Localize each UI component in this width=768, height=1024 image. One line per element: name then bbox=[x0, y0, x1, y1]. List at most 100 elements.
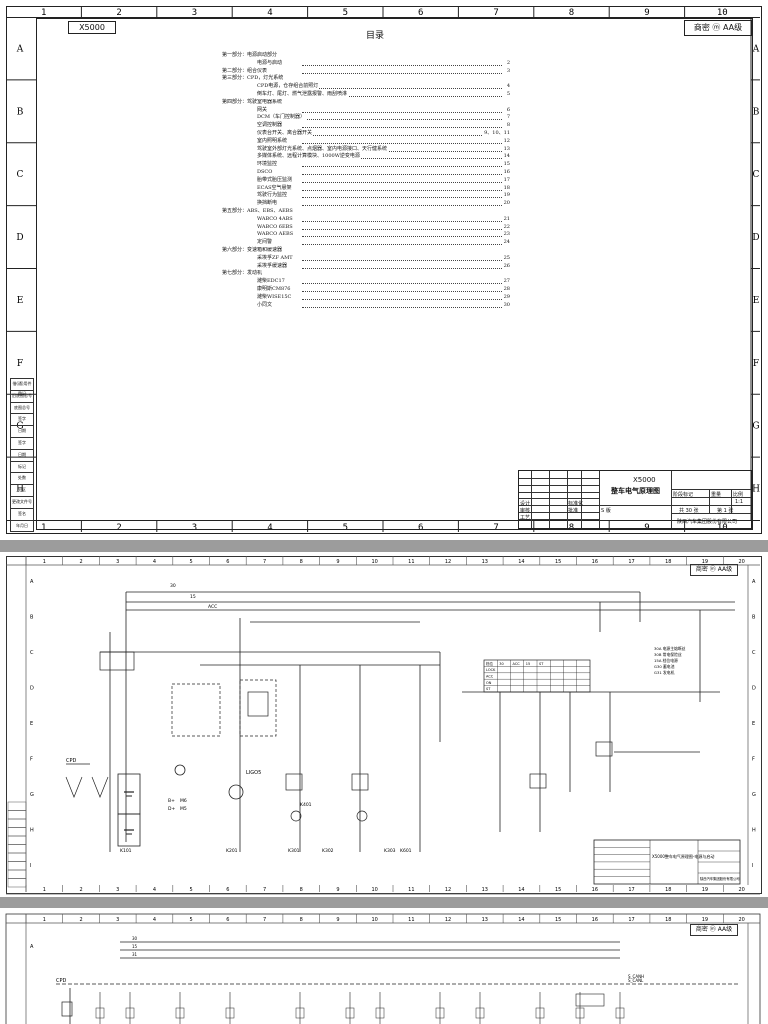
fuse bbox=[575, 1007, 585, 1019]
column-label: 3 bbox=[116, 559, 119, 565]
row-label: D bbox=[30, 685, 34, 691]
relay bbox=[595, 741, 613, 757]
motor-symbol bbox=[290, 810, 302, 822]
toc-entry-name: 室内照明系统 bbox=[257, 137, 289, 146]
column-header-top bbox=[6, 6, 760, 18]
row-label-left: C bbox=[17, 170, 24, 180]
tb-process-label: 工艺 bbox=[520, 515, 531, 521]
tb-stage-label: 阶段标记 bbox=[673, 492, 694, 498]
column-label: 6 bbox=[226, 917, 229, 923]
toc-leader bbox=[302, 111, 502, 113]
column-label-bottom: 6 bbox=[418, 523, 423, 533]
toc-entry-name: DCM（车门控制器） bbox=[257, 114, 306, 123]
toc-page-number: 12 bbox=[502, 137, 510, 146]
terminal-d: D+ bbox=[168, 806, 175, 812]
row-label-left: A bbox=[16, 44, 24, 54]
column-label: 4 bbox=[153, 917, 156, 923]
toc-entry-name: 定间警 bbox=[257, 239, 274, 247]
toc-section: 第四部分：驾驶室电器系统 bbox=[222, 99, 502, 107]
column-label: 19 bbox=[702, 917, 708, 923]
ground-label: K401 bbox=[300, 802, 312, 808]
column-label: 17 bbox=[628, 887, 634, 893]
can-label: S_CANL bbox=[628, 978, 644, 983]
revision-legend-cell: 处数 bbox=[10, 473, 34, 486]
toc-page-number: 19 bbox=[502, 192, 510, 201]
fuse bbox=[95, 1007, 105, 1019]
legend-cell bbox=[7, 852, 27, 862]
fuse-box bbox=[99, 651, 135, 671]
legend-cell bbox=[7, 878, 27, 888]
switch-table-header: 15 bbox=[526, 662, 530, 666]
toc-leader bbox=[302, 236, 502, 238]
row-label: H bbox=[30, 828, 34, 834]
column-label-top: 9 bbox=[644, 8, 649, 18]
toc-entry-name: 驾驶室外部灯光系统、点烟器、室内电源接口、天行健系统 bbox=[257, 145, 389, 154]
column-label: 8 bbox=[300, 917, 303, 923]
fuse bbox=[535, 1007, 545, 1019]
toc-entry-name: CPD电源，仓存组合前照灯 bbox=[257, 83, 320, 91]
column-label: 16 bbox=[592, 559, 598, 565]
bus-label-acc: ACC bbox=[208, 604, 217, 610]
column-label: 19 bbox=[702, 559, 708, 565]
toc-page-number: 9、10、11 bbox=[483, 129, 510, 138]
toc-page-number: 26 bbox=[502, 262, 510, 271]
fuse bbox=[475, 1007, 485, 1019]
toc-section-title: 第四部分：驾驶室电器系统 bbox=[222, 98, 283, 105]
bus-label: 15 bbox=[132, 944, 138, 949]
toc-section: 第三部分：CPD，灯光系统 bbox=[222, 75, 502, 83]
revision-legend-cell: 年月日 bbox=[10, 520, 34, 533]
toc-entry-name: WABCO 6EBS bbox=[257, 223, 294, 232]
column-label: 6 bbox=[226, 559, 229, 565]
power-start-schematic: 1122334455667788991010111112121313141415… bbox=[6, 556, 760, 895]
tb-scale: 1:1 bbox=[735, 499, 744, 505]
toc-page-number: 28 bbox=[502, 285, 510, 294]
toc-page-number: 21 bbox=[502, 215, 510, 224]
column-label: 9 bbox=[336, 887, 339, 893]
legend-cell bbox=[7, 827, 27, 837]
revision-legend-cell: 日期 bbox=[10, 426, 34, 438]
cpd-label: CPD bbox=[56, 978, 67, 984]
switch-position: ST bbox=[486, 687, 491, 691]
column-label: 14 bbox=[518, 559, 524, 565]
toc-entry-name: 采埃孚缓速器 bbox=[257, 262, 289, 271]
column-label: 15 bbox=[555, 559, 561, 565]
toc-leader bbox=[302, 244, 502, 246]
terminal-m5: M5 bbox=[180, 806, 187, 812]
fuse bbox=[375, 1007, 385, 1019]
column-label-bottom: 7 bbox=[493, 523, 498, 533]
fuse bbox=[345, 1007, 355, 1019]
column-label-top: 2 bbox=[116, 8, 121, 18]
column-label: 14 bbox=[518, 917, 524, 923]
revision-legend-cell: 借(通)用件登记 bbox=[10, 378, 34, 396]
column-label: 12 bbox=[445, 917, 451, 923]
toc-page-number: 8 bbox=[505, 122, 510, 130]
revision-legend-cell: 签名 bbox=[10, 508, 34, 521]
tb-design-label: 设计 bbox=[520, 501, 531, 507]
page-separator bbox=[0, 897, 768, 908]
tb-scale-label: 比例 bbox=[733, 492, 744, 498]
column-label: 20 bbox=[738, 559, 744, 565]
column-label: 13 bbox=[482, 559, 488, 565]
fuse bbox=[435, 1007, 445, 1019]
toc-section: 第六部分：变速箱和缓速器 bbox=[222, 247, 502, 255]
secrecy-badge: 商密 ⓜ AA级 bbox=[690, 564, 738, 576]
row-label: B bbox=[30, 614, 34, 620]
row-label: G bbox=[30, 792, 34, 798]
tb-drawing-name: 整车电气原理图 bbox=[611, 487, 660, 495]
ground-label: K101 bbox=[120, 848, 132, 854]
switch-symbol bbox=[65, 776, 83, 798]
column-label: 19 bbox=[702, 887, 708, 893]
legend-entry: 30A 电源主熔断丝 bbox=[654, 646, 686, 651]
row-label-left: D bbox=[16, 233, 23, 243]
terminal-b: B+ bbox=[168, 798, 175, 804]
can-label: S_CANH bbox=[628, 974, 644, 979]
switch-table-header: 档位 bbox=[486, 661, 494, 666]
